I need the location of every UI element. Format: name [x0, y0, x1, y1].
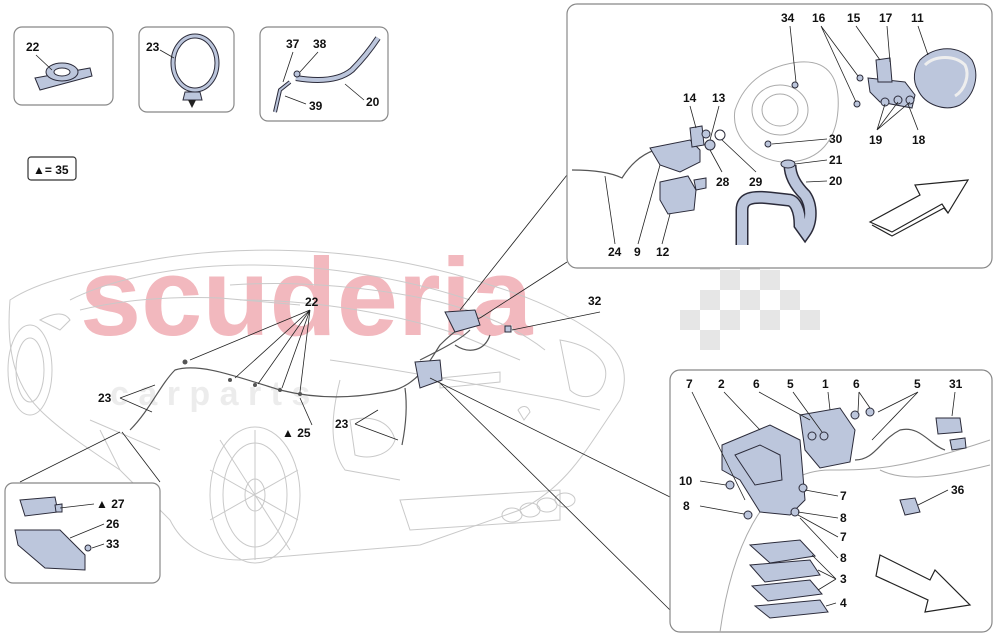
label-26: 26: [106, 517, 120, 531]
label-6a: 6: [753, 377, 760, 391]
label-19: 19: [869, 133, 883, 147]
label-4: 4: [840, 596, 847, 610]
label-18: 18: [912, 133, 926, 147]
actuator-on-car: [414, 359, 443, 389]
main-leader-lines: [19, 174, 671, 611]
label-28: 28: [716, 175, 730, 189]
label-5b: 5: [914, 377, 921, 391]
label-31: 31: [949, 377, 963, 391]
detail-box-clip-22: 22: [13, 26, 114, 106]
label-14: 14: [683, 91, 697, 105]
label-21: 21: [829, 153, 843, 167]
detail-box-lower-cover: ▲ 27 26 33: [4, 482, 161, 584]
label-16: 16: [812, 11, 826, 25]
label-13: 13: [712, 91, 726, 105]
label-23-main-left: 23: [98, 391, 112, 405]
label-25: ▲ 25: [282, 426, 311, 440]
label-27: ▲ 27: [96, 497, 125, 511]
car-outline: [7, 249, 625, 564]
latch-assembly-on-car: [444, 309, 481, 333]
label-20-top: 20: [829, 174, 843, 188]
label-5a: 5: [787, 377, 794, 391]
label-23-strap: 23: [146, 40, 160, 54]
label-2: 2: [718, 377, 725, 391]
clip-32-on-car: [504, 325, 512, 333]
label-37: 37: [286, 37, 300, 51]
watermark-sub: c a r p a r t s: [110, 375, 310, 413]
label-29: 29: [749, 175, 763, 189]
label-34: 34: [781, 11, 795, 25]
label-7c: 7: [840, 530, 847, 544]
label-11: 11: [911, 11, 924, 25]
label-8a: 8: [683, 499, 690, 513]
detail-box-hose-kit: 37 38 39 20: [259, 26, 389, 122]
label-38: 38: [313, 37, 327, 51]
label-1: 1: [822, 377, 829, 391]
detail-box-hood-latch: 7 2 6 5 1 6 5 31 10 8 7 8 7 8 36 3 4: [669, 369, 993, 633]
label-8b: 8: [840, 511, 847, 525]
label-36: 36: [951, 483, 965, 497]
label-3: 3: [840, 572, 847, 586]
label-39: 39: [309, 99, 323, 113]
detail-box-fuel-door: 34 16 15 17 11 14 13 19 18 30 21 20 28 2…: [566, 3, 993, 269]
label-12: 12: [656, 245, 670, 259]
label-6b: 6: [853, 377, 860, 391]
label-15: 15: [847, 11, 861, 25]
label-17: 17: [879, 11, 893, 25]
label-32: 32: [588, 294, 602, 308]
label-9: 9: [634, 245, 641, 259]
label-7b: 7: [840, 489, 847, 503]
label-22-main: 22: [305, 295, 319, 309]
legend-text: ▲= 35: [33, 163, 69, 177]
label-10: 10: [679, 474, 693, 488]
label-30: 30: [829, 132, 843, 146]
label-24: 24: [608, 245, 622, 259]
label-8c: 8: [840, 551, 847, 565]
label-33: 33: [106, 537, 120, 551]
detail-box-strap-23: 23: [138, 26, 235, 113]
label-22-clip: 22: [26, 40, 40, 54]
legend-box: ▲= 35: [27, 156, 77, 181]
label-20-hose: 20: [366, 95, 380, 109]
label-7a: 7: [686, 377, 693, 391]
label-23-main-right: 23: [335, 417, 349, 431]
